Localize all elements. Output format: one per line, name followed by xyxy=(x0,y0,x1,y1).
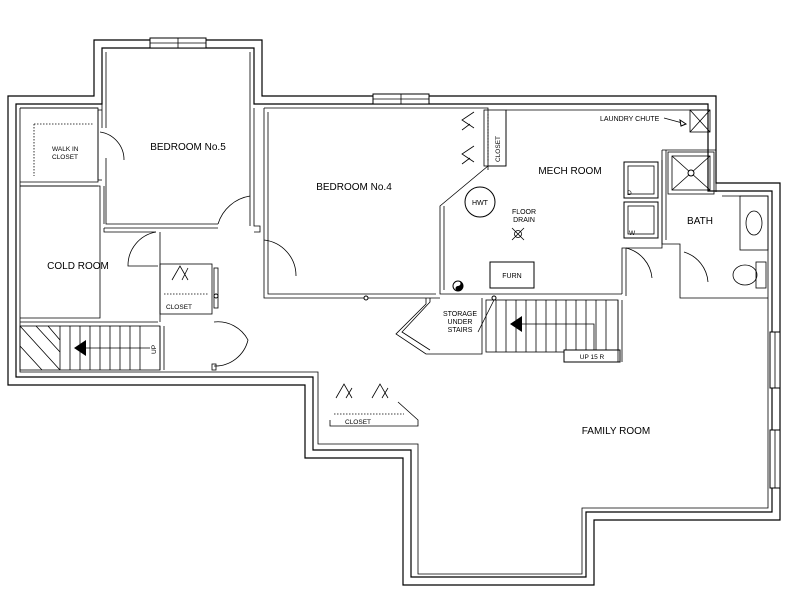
window-right-upper xyxy=(769,331,781,389)
storage-label-line2: UNDER xyxy=(448,319,473,326)
toilet xyxy=(732,261,767,289)
cold-room-walls xyxy=(20,185,161,323)
storage-under-stairs-walls xyxy=(395,295,497,355)
laundry-chute-label: LAUNDRY CHUTE xyxy=(600,116,660,123)
lower-closet-label: CLOSET xyxy=(345,419,371,426)
cold-room-label: COLD ROOM xyxy=(47,261,109,272)
bedroom5-label: BEDROOM No.5 xyxy=(150,142,226,153)
stairs-up-left-label: UP xyxy=(151,345,158,354)
shower xyxy=(667,151,715,195)
hot-water-tank xyxy=(464,186,496,218)
window-top-middle xyxy=(372,93,430,105)
bath-walls xyxy=(661,149,768,299)
hot-water-tank-label: HWT xyxy=(472,200,489,207)
bath-label: BATH xyxy=(687,216,713,227)
bedroom4-label: BEDROOM No.4 xyxy=(316,182,392,193)
bath-sink xyxy=(739,195,769,251)
stairs-up-right-label: UP 15 R xyxy=(580,354,605,361)
laundry-chute xyxy=(663,109,711,133)
storage-label-line1: STORAGE xyxy=(443,311,477,318)
window-top-left xyxy=(149,37,207,49)
bedroom4-walls xyxy=(263,107,489,301)
exterior-wall-outer xyxy=(7,39,781,586)
washer xyxy=(623,201,659,239)
furnace xyxy=(489,261,535,289)
lower-closet xyxy=(329,383,419,427)
floor-drain-icon xyxy=(511,227,525,241)
small-closet-label: CLOSET xyxy=(166,304,192,311)
sump-pump-icon xyxy=(452,280,464,292)
floor-drain-label-line1: FLOOR xyxy=(512,209,536,216)
washer-label: W xyxy=(629,230,636,237)
dryer xyxy=(623,161,659,199)
stairs-left xyxy=(19,321,249,371)
mech-room-label: MECH ROOM xyxy=(538,166,601,177)
furnace-label: FURN xyxy=(502,273,521,280)
stairs-right xyxy=(485,299,623,363)
dryer-label: D xyxy=(627,190,632,197)
family-room-label: FAMILY ROOM xyxy=(582,426,651,437)
walk-in-closet-label-line2: CLOSET xyxy=(52,154,78,161)
mech-room-walls xyxy=(439,109,710,296)
floor-drain-label-line2: DRAIN xyxy=(513,217,535,224)
bedroom4-closet-label: CLOSET xyxy=(495,136,502,162)
exterior-wall-inner xyxy=(15,47,773,578)
small-closet-walls xyxy=(159,263,219,315)
storage-label-line3: STAIRS xyxy=(448,327,473,334)
walk-in-closet-label-line1: WALK IN xyxy=(52,146,79,153)
window-right-lower xyxy=(769,429,781,489)
